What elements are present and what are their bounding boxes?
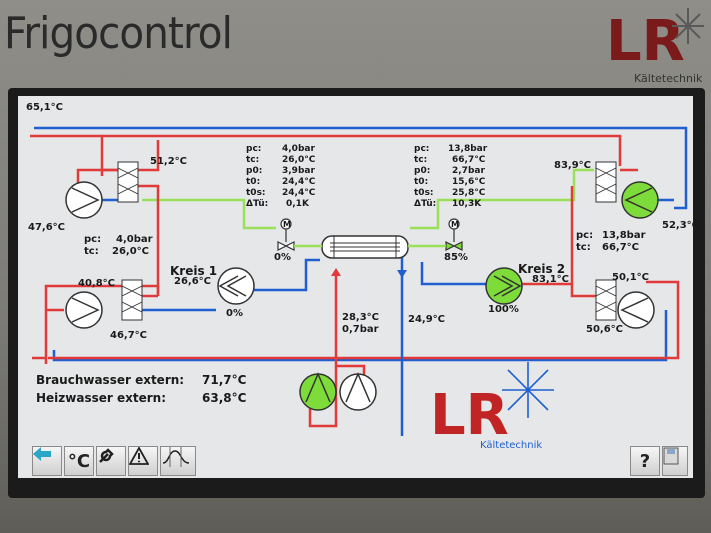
cl-value-3: 24,4°C xyxy=(282,177,316,187)
trend-curve-icon xyxy=(162,447,190,467)
svg-text:LR: LR xyxy=(430,383,509,448)
right-tc-value: 66,7°C xyxy=(602,242,640,253)
cr-value-1: 66,7°C xyxy=(452,155,486,165)
cr-value-3: 15,6°C xyxy=(452,177,486,187)
cr-label-1: tc: xyxy=(414,155,428,165)
left-lower-hx-temp: 46,7°C xyxy=(110,330,148,341)
cr-value-2: 2,7bar xyxy=(452,166,485,176)
left-pump-temp: 47,6°C xyxy=(28,222,66,233)
wrench-icon xyxy=(99,448,114,463)
right-valve-motor: M xyxy=(451,220,459,229)
cr-label-0: pc: xyxy=(414,144,430,154)
arrow-left-icon xyxy=(33,447,51,461)
screen-logo-caption: Kältetechnik xyxy=(480,440,543,451)
cr-label-5: ΔTü: xyxy=(414,199,437,209)
refrigeration-schematic: LR xyxy=(30,126,688,448)
cl-value-0: 4,0bar xyxy=(282,144,315,154)
left-tc-value: 26,0°C xyxy=(112,246,150,257)
brand-title: Frigocontrol xyxy=(4,8,233,59)
brauchwasser-label: Brauchwasser extern: xyxy=(36,373,185,387)
left-pc-label: pc: xyxy=(84,234,102,245)
cl-label-3: t0: xyxy=(246,177,261,187)
help-button[interactable]: ? xyxy=(630,446,660,476)
kreis2-temp: 83,1°C xyxy=(532,274,570,285)
trend-button[interactable] xyxy=(160,446,196,476)
left-valve-percent: 0% xyxy=(274,252,291,263)
save-button[interactable] xyxy=(662,446,688,476)
cr-value-5: 10,3K xyxy=(452,199,482,209)
cl-value-4: 24,4°C xyxy=(282,188,316,198)
top-left-temp: 65,1°C xyxy=(26,102,64,113)
heizwasser-value: 63,8°C xyxy=(202,391,247,405)
right-cond-temp: 83,9°C xyxy=(554,160,592,171)
central-heat-exchanger xyxy=(321,235,409,259)
bottom-toolbar: °C ? xyxy=(18,442,693,478)
brand-logo-caption: Kältetechnik xyxy=(634,72,703,85)
cl-label-5: ΔTü: xyxy=(246,199,269,209)
middle-pressure: 0,7bar xyxy=(342,324,379,335)
right-pump-temp: 52,3°C xyxy=(662,220,693,231)
cl-label-0: pc: xyxy=(246,144,262,154)
cr-value-4: 25,8°C xyxy=(452,188,486,198)
middle-temp-hot: 28,3°C xyxy=(342,312,380,323)
kreis2-label: Kreis 2 xyxy=(518,262,566,276)
left-pc-value: 4,0bar xyxy=(116,234,153,245)
service-button[interactable] xyxy=(96,446,126,476)
brauchwasser-value: 71,7°C xyxy=(202,373,247,387)
cr-label-2: p0: xyxy=(414,166,431,176)
cr-label-4: t0s: xyxy=(414,188,434,198)
cr-value-0: 13,8bar xyxy=(448,144,488,154)
screen-lr-logo: LR xyxy=(430,362,554,448)
cr-label-3: t0: xyxy=(414,177,429,187)
svg-text:LR: LR xyxy=(606,9,685,74)
lr-brand-logo: LR Kältetechnik xyxy=(606,8,704,85)
warning-icon xyxy=(129,447,149,465)
alarm-button[interactable] xyxy=(128,446,158,476)
kreis1-temp: 26,6°C xyxy=(174,276,212,287)
kreis2-percent: 100% xyxy=(488,304,519,315)
cl-value-2: 3,9bar xyxy=(282,166,315,176)
left-tc-label: tc: xyxy=(84,246,99,257)
back-button[interactable] xyxy=(32,446,62,476)
cl-label-4: t0s: xyxy=(246,188,266,198)
right-pc-value: 13,8bar xyxy=(602,230,646,241)
left-valve-motor: M xyxy=(283,220,291,229)
units-button[interactable]: °C xyxy=(64,446,94,476)
middle-temp-cold: 24,9°C xyxy=(408,314,446,325)
kreis1-percent: 0% xyxy=(226,308,243,319)
cl-value-1: 26,0°C xyxy=(282,155,316,165)
right-lower-temp: 50,1°C xyxy=(612,272,650,283)
cl-label-1: tc: xyxy=(246,155,260,165)
right-valve-percent: 85% xyxy=(444,252,468,263)
left-cond-temp: 51,2°C xyxy=(150,156,188,167)
right-lower-hx-temp: 50,6°C xyxy=(586,324,624,335)
right-pc-label: pc: xyxy=(576,230,594,241)
heizwasser-label: Heizwasser extern: xyxy=(36,391,166,405)
touch-screen: LR 65,1°C 51,2°C 47,6°C pc: 4,0bar tc: 2… xyxy=(18,96,693,478)
cl-label-2: p0: xyxy=(246,166,263,176)
left-lower-temp: 40,8°C xyxy=(78,278,116,289)
disk-icon xyxy=(663,447,679,465)
kreis1-label: Kreis 1 xyxy=(170,264,218,278)
right-tc-label: tc: xyxy=(576,242,591,253)
cl-value-5: 0,1K xyxy=(286,199,309,209)
